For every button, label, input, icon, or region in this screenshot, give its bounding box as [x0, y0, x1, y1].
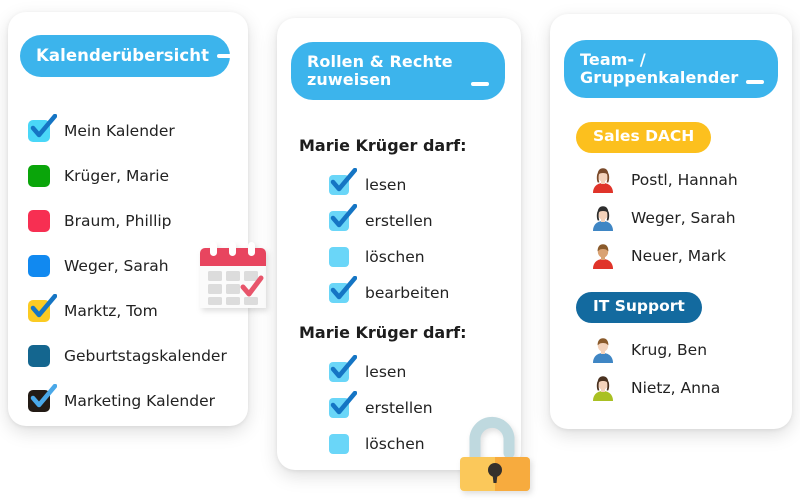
- checkbox-box: [329, 362, 349, 382]
- card-header-team-gruppenkalender[interactable]: Team- / Gruppenkalender: [564, 40, 778, 98]
- calendar-list-item[interactable]: Marketing Kalender: [28, 378, 238, 423]
- calendar-list-item[interactable]: Krüger, Marie: [28, 153, 238, 198]
- checkbox-box: [329, 247, 349, 267]
- minimize-icon[interactable]: [746, 80, 765, 84]
- permission-checkbox[interactable]: [329, 247, 349, 267]
- avatar: [593, 167, 613, 193]
- calendar-list-item-label: Marketing Kalender: [64, 391, 215, 410]
- permission-checkbox[interactable]: [329, 391, 357, 418]
- checkbox-box: [329, 398, 349, 418]
- permission-group: Marie Krüger darf: lesen erstellen löschen b…: [299, 136, 509, 311]
- permission-label: bearbeiten: [365, 284, 450, 302]
- checkbox-box: [329, 283, 349, 303]
- team-member-row[interactable]: Nietz, Anna: [576, 369, 782, 407]
- calendar-color-checkbox[interactable]: [28, 344, 50, 367]
- minimize-icon[interactable]: [217, 54, 236, 58]
- permission-row[interactable]: erstellen: [299, 203, 509, 239]
- permission-row[interactable]: bearbeiten: [299, 275, 509, 311]
- permission-checkbox[interactable]: [329, 434, 349, 454]
- calendar-color-checkbox[interactable]: [28, 164, 50, 187]
- permission-checkbox[interactable]: [329, 204, 357, 231]
- team-member-label: Nietz, Anna: [631, 378, 721, 397]
- permission-row[interactable]: löschen: [299, 239, 509, 275]
- permission-group-title: Marie Krüger darf:: [299, 323, 467, 342]
- card-title: Kalenderübersicht: [36, 45, 210, 65]
- checkbox-box: [329, 211, 349, 231]
- card-title: Team- / Gruppenkalender: [580, 49, 739, 87]
- calendar-list-item[interactable]: Weger, Sarah: [28, 243, 238, 288]
- calendar-list-item[interactable]: Braum, Phillip: [28, 198, 238, 243]
- card-team-gruppenkalender: Team- / Gruppenkalender Sales DACH Postl,…: [550, 14, 792, 429]
- calendar-color-checkbox[interactable]: [28, 113, 57, 142]
- calendar-list-item-label: Mein Kalender: [64, 121, 175, 140]
- avatar: [593, 243, 613, 269]
- permission-label: erstellen: [365, 399, 433, 417]
- permission-group-title: Marie Krüger darf:: [299, 136, 467, 155]
- avatar: [593, 375, 613, 401]
- team-member-label: Neuer, Mark: [631, 246, 726, 265]
- calendar-list-item-label: Marktz, Tom: [64, 301, 158, 320]
- card-title: Rollen & Rechte zuweisen: [307, 51, 453, 89]
- calendar-list-item[interactable]: Mein Kalender: [28, 108, 238, 153]
- permission-checkbox[interactable]: [329, 168, 357, 195]
- calendar-list-item-label: Krüger, Marie: [64, 166, 170, 185]
- calendar-color-swatch: [28, 209, 50, 232]
- calendar-color-swatch: [28, 389, 50, 412]
- team-member-row[interactable]: Neuer, Mark: [576, 237, 782, 275]
- calendar-color-checkbox[interactable]: [28, 293, 57, 322]
- permission-checkbox[interactable]: [329, 276, 357, 303]
- checkbox-box: [329, 175, 349, 195]
- calendar-list-item-label: Braum, Phillip: [64, 211, 172, 230]
- permission-label: löschen: [365, 248, 425, 266]
- team-member-row[interactable]: Weger, Sarah: [576, 199, 782, 237]
- unlocked-padlock-icon: [460, 417, 530, 491]
- avatar: [593, 337, 613, 363]
- calendar-icon: [200, 242, 266, 308]
- minimize-icon[interactable]: [471, 82, 489, 86]
- calendar-list-item[interactable]: Geburtstagskalender: [28, 333, 238, 378]
- team-member-row[interactable]: Krug, Ben: [576, 331, 782, 369]
- card-header-rollen-rechte[interactable]: Rollen & Rechte zuweisen: [291, 42, 505, 100]
- checkbox-box: [329, 434, 349, 454]
- calendar-color-swatch: [28, 254, 50, 277]
- team-badge[interactable]: IT Support: [576, 292, 702, 323]
- team-badge[interactable]: Sales DACH: [576, 122, 712, 153]
- calendar-color-swatch: [28, 164, 50, 187]
- permission-row[interactable]: lesen: [299, 354, 509, 390]
- card-header-kalenderuebersicht[interactable]: Kalenderübersicht: [20, 35, 236, 77]
- calendar-color-swatch: [28, 119, 50, 142]
- permission-label: lesen: [365, 363, 407, 381]
- card-rollen-rechte: Rollen & Rechte zuweisen Marie Krüger da…: [277, 18, 521, 470]
- team-member-label: Krug, Ben: [631, 340, 708, 359]
- permission-label: erstellen: [365, 212, 433, 230]
- calendar-color-checkbox[interactable]: [28, 209, 50, 232]
- avatar: [593, 205, 613, 231]
- calendar-list-item-label: Weger, Sarah: [64, 256, 169, 275]
- permission-row[interactable]: lesen: [299, 167, 509, 203]
- permission-checkbox[interactable]: [329, 355, 357, 382]
- calendar-color-checkbox[interactable]: [28, 383, 57, 412]
- calendar-color-swatch: [28, 344, 50, 367]
- team-member-row[interactable]: Postl, Hannah: [576, 161, 782, 199]
- team-member-label: Postl, Hannah: [631, 170, 738, 189]
- permission-row[interactable]: löschen: [299, 426, 509, 462]
- permission-label: lesen: [365, 176, 407, 194]
- calendar-list-item-label: Geburtstagskalender: [64, 346, 227, 365]
- team-member-label: Weger, Sarah: [631, 208, 736, 227]
- permission-label: löschen: [365, 435, 425, 453]
- calendar-color-swatch: [28, 299, 50, 322]
- calendar-color-checkbox[interactable]: [28, 254, 50, 277]
